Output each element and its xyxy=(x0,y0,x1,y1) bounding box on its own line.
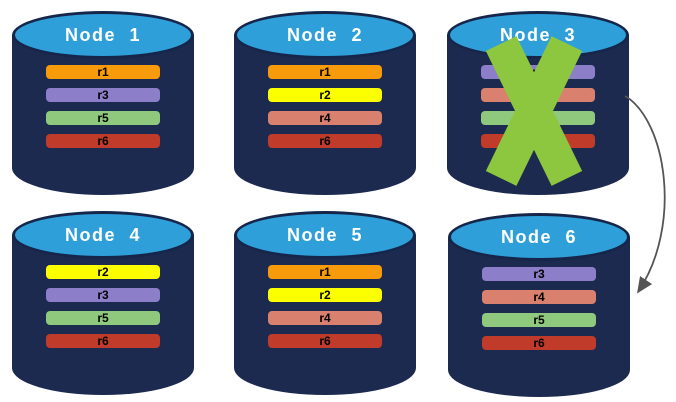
node-2-replica-list: r1 r2 r4 r6 xyxy=(268,65,382,148)
replica-bar: r4 xyxy=(268,111,382,125)
node-5-cylinder-top: Node 5 xyxy=(234,211,416,259)
node-3: Node 3 r3 r4 r5 r6 xyxy=(447,11,629,195)
replica-bar: r2 xyxy=(268,88,382,102)
node-6-title: Node 6 xyxy=(500,226,577,247)
replica-bar: r6 xyxy=(46,334,160,348)
replica-bar: r1 xyxy=(46,65,160,79)
replica-bar: r1 xyxy=(268,65,382,79)
node-1-title: Node 1 xyxy=(64,24,141,45)
node-6: Node 6 r3 r4 r5 r6 xyxy=(448,213,630,397)
replica-bar: r2 xyxy=(46,265,160,279)
node-4-replica-list: r2 r3 r5 r6 xyxy=(46,265,160,348)
node-4: Node 4 r2 r3 r5 r6 xyxy=(12,211,194,395)
replica-bar: r5 xyxy=(46,111,160,125)
node-2-title: Node 2 xyxy=(286,24,363,45)
replica-bar: r4 xyxy=(482,290,596,304)
node-3-cylinder-top: Node 3 xyxy=(447,11,629,59)
replica-bar: r2 xyxy=(268,288,382,302)
node-5-replica-list: r1 r2 r4 r6 xyxy=(268,265,382,348)
replica-bar: r5 xyxy=(46,311,160,325)
node-4-cylinder-top: Node 4 xyxy=(12,211,194,259)
node-2: Node 2 r1 r2 r4 r6 xyxy=(234,11,416,195)
replica-bar: r3 xyxy=(46,288,160,302)
replica-bar: r5 xyxy=(482,313,596,327)
node-4-title: Node 4 xyxy=(64,224,141,245)
replica-bar: r1 xyxy=(268,265,382,279)
replica-bar: r4 xyxy=(268,311,382,325)
replica-bar: r6 xyxy=(46,134,160,148)
node-5: Node 5 r1 r2 r4 r6 xyxy=(234,211,416,395)
node-6-cylinder-top: Node 6 xyxy=(448,213,630,261)
replica-bar: r6 xyxy=(268,134,382,148)
node-1-replica-list: r1 r3 r5 r6 xyxy=(46,65,160,148)
node-2-cylinder-top: Node 2 xyxy=(234,11,416,59)
node-1: Node 1 r1 r3 r5 r6 xyxy=(12,11,194,195)
replica-bar: r6 xyxy=(482,336,596,350)
replica-bar: r6 xyxy=(268,334,382,348)
replica-bar: r3 xyxy=(46,88,160,102)
node-5-title: Node 5 xyxy=(286,224,363,245)
replica-bar: r3 xyxy=(482,267,596,281)
node-6-replica-list: r3 r4 r5 r6 xyxy=(482,267,596,350)
node-1-cylinder-top: Node 1 xyxy=(12,11,194,59)
